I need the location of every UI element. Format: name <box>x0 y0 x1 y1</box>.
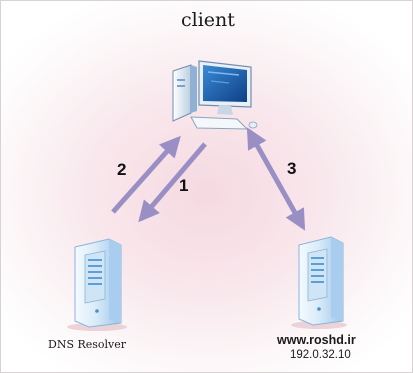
client-title: client <box>181 9 235 31</box>
web-server-name: www.roshd.ir <box>277 333 356 347</box>
web-server-icon <box>291 236 347 329</box>
arrow-1 <box>138 142 207 223</box>
arrow-3 <box>246 127 306 231</box>
dns-resolver-label: DNS Resolver <box>48 338 127 351</box>
arrow-label-1: 1 <box>179 176 189 195</box>
dns-server-icon <box>67 238 127 331</box>
arrow-label-3: 3 <box>287 159 297 178</box>
arrow-2 <box>111 135 181 214</box>
web-server-ip: 192.0.32.10 <box>290 349 351 361</box>
arrow-label-2: 2 <box>117 160 127 179</box>
computer-icon <box>172 60 258 130</box>
